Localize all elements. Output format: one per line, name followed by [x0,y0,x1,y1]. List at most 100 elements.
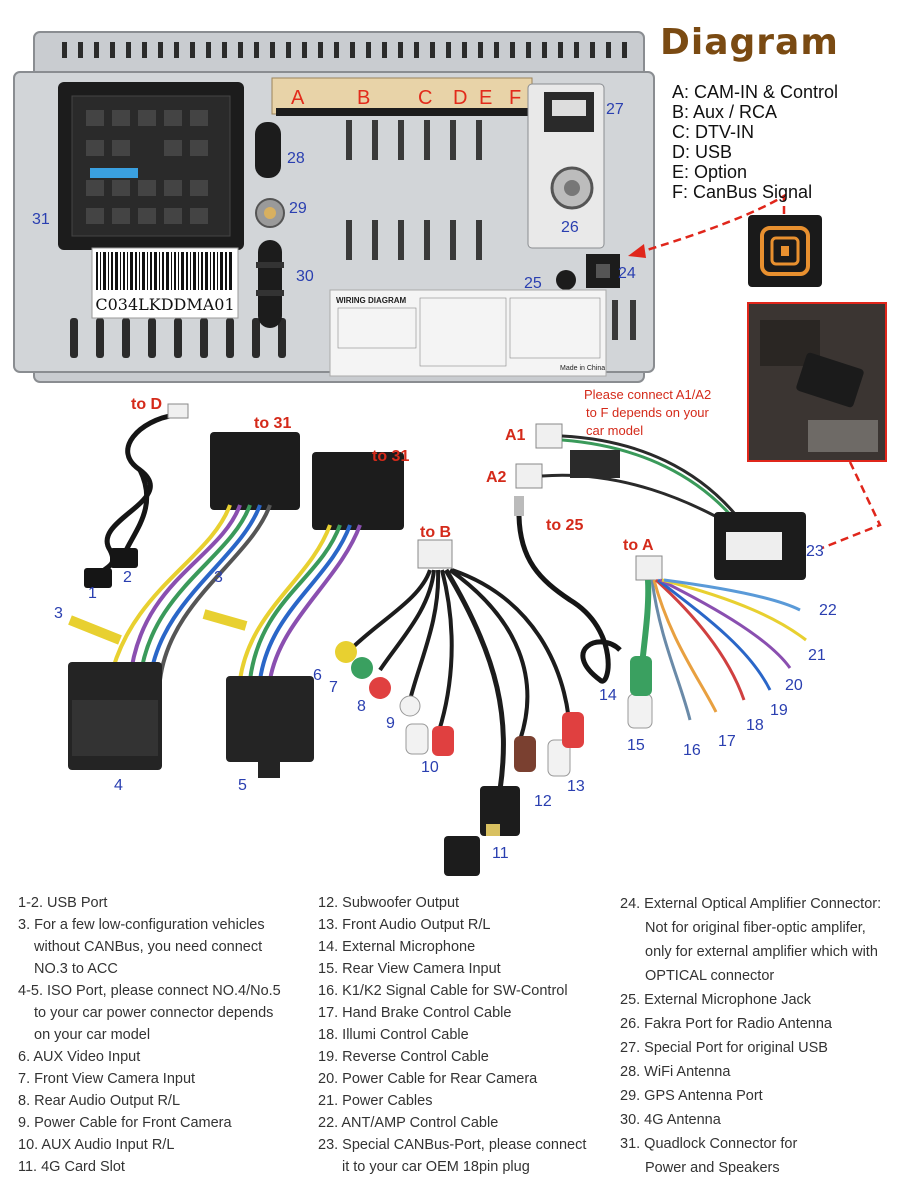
desc-line: to your car power connector depends [34,1005,274,1021]
desc-line: 23. Special CANBus-Port, please connect [318,1137,587,1153]
usb-cable [84,403,189,588]
callout-4: 4 [114,777,123,794]
desc-line: 21. Power Cables [318,1093,433,1109]
wifi-antenna-port [255,122,281,178]
desc-line: 4-5. ISO Port, please connect NO.4/No.5 [18,983,281,999]
connector-letter-f: F [509,87,521,109]
canbus-cable [515,423,806,580]
callout-17: 17 [718,733,736,750]
connector-letter-d: D [453,87,467,109]
desc-line: 14. External Microphone [318,939,476,955]
desc-line: 3. For a few low-configuration vehicles [18,917,265,933]
description-column-1: 1-2. USB Port 3. For a few low-configura… [18,892,303,1178]
note-line-1: Please connect A1/A2 [584,387,711,402]
callout-29: 29 [289,200,307,217]
desc-line: 1-2. USB Port [18,895,108,911]
desc-line: 19. Reverse Control Cable [318,1049,489,1065]
connector-letter-a: A [291,87,305,109]
desc-line: on your car model [34,1027,151,1043]
callout-5: 5 [238,777,247,794]
camera-control-cable [627,555,807,729]
desc-line: 22. ANT/AMP Control Cable [318,1115,499,1131]
note-line-3: car model [586,423,643,438]
desc-line: 9. Power Cable for Front Camera [18,1115,232,1131]
legend-item-a: A: CAM-IN & Control [672,82,839,102]
callout-1: 1 [88,585,97,602]
callout-8: 8 [357,698,366,715]
iso-harness-4 [68,432,300,770]
callout-26: 26 [561,219,579,236]
callout-19: 19 [770,702,788,719]
desc-line: only for external amplifier which with [645,944,878,960]
callout-27: 27 [606,101,624,118]
desc-line: 17. Hand Brake Control Cable [318,1005,512,1021]
connector-letter-b: B [357,87,370,109]
desc-line: 7. Front View Camera Input [18,1071,196,1087]
head-unit-back-panel: C034LKDDMA01 [13,31,655,383]
quadlock-connector [58,82,244,250]
car-plug-photo [747,302,887,462]
diagram-title: Diagram [660,22,839,63]
label-to-a: to A [623,537,654,554]
callout-21: 21 [808,647,826,664]
callout-3a: 3 [54,605,63,622]
barcode-label: C034LKDDMA01 [91,247,239,319]
iso-harness-5 [202,452,404,778]
legend-item-d: D: USB [672,142,733,162]
note-line-2: to F depends on your [586,405,710,420]
desc-line: 15. Rear View Camera Input [318,961,501,977]
description-column-2: 12. Subwoofer Output 13. Front Audio Out… [318,892,610,1178]
optical-arrow [639,193,786,254]
callout-10: 10 [421,759,439,776]
wiring-diagram-figure: C034LKDDMA01 [13,31,887,876]
desc-line: 29. GPS Antenna Port [620,1088,763,1104]
desc-line: it to your car OEM 18pin plug [342,1159,530,1175]
canbus-arrow [821,461,882,550]
callout-2: 2 [123,569,132,586]
desc-line: without CANBus, you need connect [34,939,263,955]
callout-30: 30 [296,268,314,285]
callout-18: 18 [746,717,764,734]
optical-connector-icon [748,215,822,287]
desc-line: 8. Rear Audio Output R/L [18,1093,181,1109]
4g-antenna-port [256,240,284,328]
callout-25: 25 [524,275,542,292]
desc-line: 31. Quadlock Connector for [620,1136,798,1152]
callout-6: 6 [313,667,322,684]
legend-item-e: E: Option [672,162,748,182]
callout-20: 20 [785,677,803,694]
label-a1: A1 [505,427,526,444]
desc-line: 24. External Optical Amplifier Connector… [620,896,882,912]
callout-24: 24 [618,265,636,282]
desc-line: OPTICAL connector [645,968,775,984]
desc-line: 28. WiFi Antenna [620,1064,731,1080]
label-to-d: to D [131,396,162,413]
desc-line: 13. Front Audio Output R/L [318,917,491,933]
desc-line: 11. 4G Card Slot [18,1159,125,1175]
label-to-b: to B [420,524,451,541]
label-to-25: to 25 [546,517,583,534]
desc-line: 25. External Microphone Jack [620,992,812,1008]
desc-line: 30. 4G Antenna [620,1112,721,1128]
rca-cable [335,539,584,876]
callout-15: 15 [627,737,645,754]
desc-line: Power and Speakers [645,1160,780,1176]
desc-line: 16. K1/K2 Signal Cable for SW-Control [318,983,568,999]
callout-16: 16 [683,742,701,759]
gps-antenna-port [255,198,285,228]
description-column-3: 24. External Optical Amplifier Connector… [620,892,895,1180]
desc-line: 20. Power Cable for Rear Camera [318,1071,538,1087]
callout-23: 23 [806,543,824,560]
callout-28: 28 [287,150,305,167]
callout-14: 14 [599,687,617,704]
wiring-sticker-title: WIRING DIAGRAM [336,296,407,305]
callout-9: 9 [386,715,395,732]
white-port-housing [527,83,605,249]
desc-line: 27. Special Port for original USB [620,1040,828,1056]
desc-line: 26. Fakra Port for Radio Antenna [620,1016,832,1032]
callout-12: 12 [534,793,552,810]
desc-line: 18. Illumi Control Cable [318,1027,469,1043]
callout-22: 22 [819,602,837,619]
label-to-31-a: to 31 [254,415,291,432]
connector-letter-c: C [418,87,432,109]
